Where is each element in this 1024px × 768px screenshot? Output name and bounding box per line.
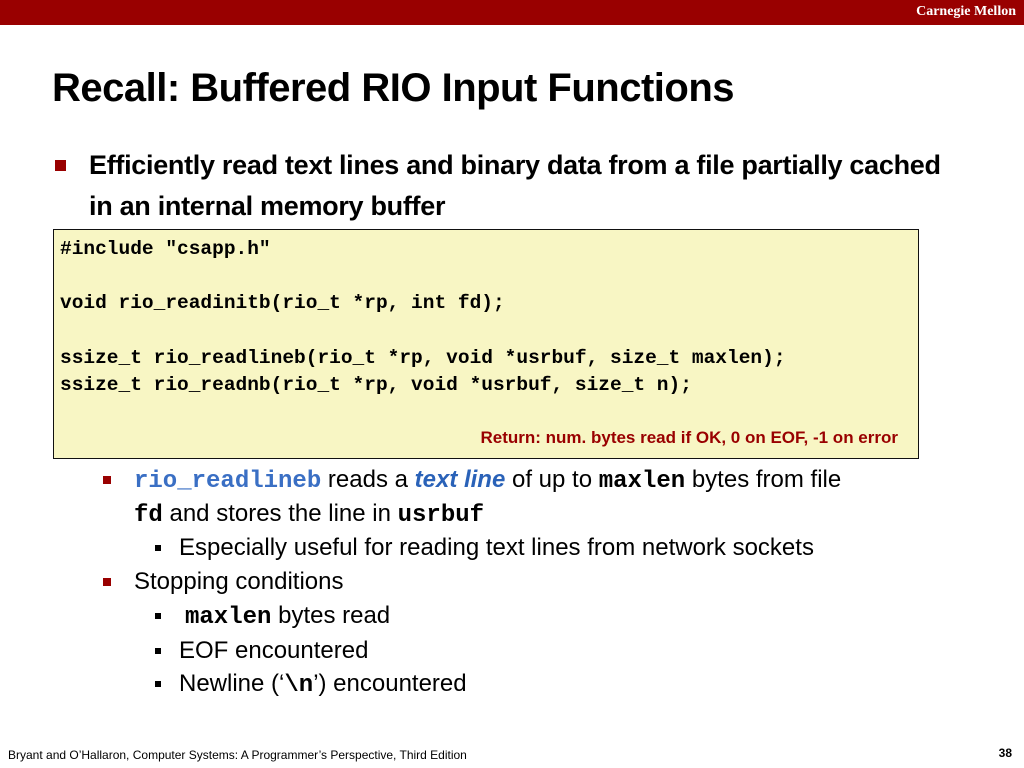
square-bullet-icon	[103, 578, 111, 586]
header-bar: Carnegie Mellon	[0, 0, 1024, 25]
code-line: #include "csapp.h"	[60, 238, 271, 260]
footer-citation: Bryant and O’Hallaron, Computer Systems:…	[8, 748, 467, 762]
return-note: Return: num. bytes read if OK, 0 on EOF,…	[480, 428, 898, 447]
code-maxlen: maxlen	[598, 468, 686, 495]
code-usrbuf: usrbuf	[397, 502, 485, 529]
square-bullet-icon	[55, 160, 66, 171]
function-name: rio_readlineb	[134, 468, 322, 495]
brand-name: Carnegie Mellon	[916, 4, 1016, 19]
emphasis-text: text line	[414, 466, 506, 493]
code-line: ssize_t rio_readnb(rio_t *rp, void *usrb…	[60, 374, 692, 396]
square-bullet-icon	[103, 476, 111, 484]
code-fd: fd	[134, 502, 163, 529]
code-line: void rio_readinitb(rio_t *rp, int fd);	[60, 292, 505, 314]
square-bullet-icon	[155, 648, 161, 654]
square-bullet-icon	[155, 545, 161, 551]
page-number: 38	[998, 746, 1012, 760]
code-newline: \n	[284, 672, 314, 699]
square-bullet-icon	[155, 613, 161, 619]
main-bullet-text: Efficiently read text lines and binary d…	[89, 150, 941, 221]
code-line: ssize_t rio_readlineb(rio_t *rp, void *u…	[60, 347, 786, 369]
slide-title: Recall: Buffered RIO Input Functions	[52, 66, 735, 110]
code-maxlen: maxlen	[185, 604, 272, 631]
square-bullet-icon	[155, 681, 161, 687]
code-block: #include "csapp.h" void rio_readinitb(ri…	[53, 229, 919, 459]
